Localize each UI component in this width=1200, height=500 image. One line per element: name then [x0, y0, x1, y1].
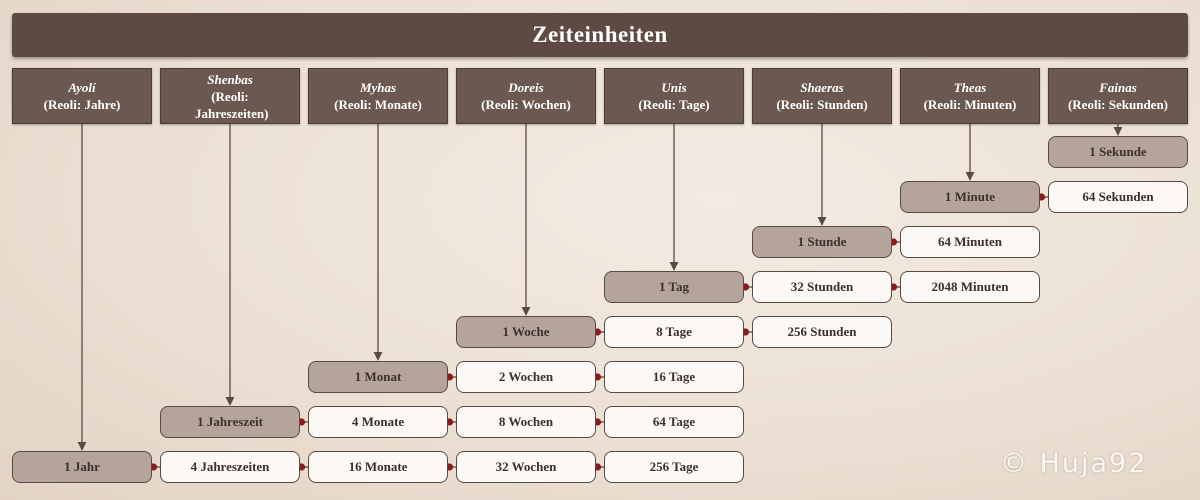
conversion-cell: 2 Wochen: [456, 361, 596, 393]
unit-cell: 1 Tag: [604, 271, 744, 303]
conversion-cell: 2048 Minuten: [900, 271, 1040, 303]
unit-cell: 1 Woche: [456, 316, 596, 348]
column-header: Theas (Reoli: Minuten): [900, 68, 1040, 124]
conversion-cell: 16 Monate: [308, 451, 448, 483]
column-header: Fainas (Reoli: Sekunden): [1048, 68, 1188, 124]
conversion-cell: 64 Sekunden: [1048, 181, 1188, 213]
column-header: Myhas (Reoli: Monate): [308, 68, 448, 124]
column-header: Shaeras (Reoli: Stunden): [752, 68, 892, 124]
copyright-watermark: © Huja92: [1000, 448, 1148, 479]
column-header-subtitle: (Reoli: Monate): [334, 97, 422, 112]
conversion-cell: 8 Wochen: [456, 406, 596, 438]
column-header: Shenbas(Reoli: Jahreszeiten): [160, 68, 300, 124]
unit-cell: 1 Jahr: [12, 451, 152, 483]
column-header-subtitle: (Reoli: Wochen): [481, 97, 571, 112]
column-header-name: Ayolí: [68, 80, 96, 95]
column-header: Doreis (Reoli: Wochen): [456, 68, 596, 124]
column-header: Ayolí (Reoli: Jahre): [12, 68, 152, 124]
conversion-cell: 64 Minuten: [900, 226, 1040, 258]
conversion-cell: 256 Stunden: [752, 316, 892, 348]
column-header-subtitle: (Reoli: Stunden): [776, 97, 868, 112]
column-header: Unis (Reoli: Tage): [604, 68, 744, 124]
column-header-name: Unis: [661, 80, 687, 95]
column-header-name: Shenbas: [207, 71, 253, 87]
conversion-cell: 8 Tage: [604, 316, 744, 348]
conversion-cell: 32 Wochen: [456, 451, 596, 483]
column-header-subtitle: (Reoli: Tage): [638, 97, 710, 112]
unit-cell: 1 Sekunde: [1048, 136, 1188, 168]
column-header-name: Fainas: [1099, 80, 1137, 95]
unit-cell: 1 Monat: [308, 361, 448, 393]
column-header-subtitle: (Reoli: Jahre): [43, 97, 121, 112]
conversion-cell: 4 Monate: [308, 406, 448, 438]
conversion-cell: 64 Tage: [604, 406, 744, 438]
diagram-title-text: Zeiteinheiten: [532, 22, 668, 47]
column-header-name: Doreis: [508, 80, 544, 95]
conversion-cell: 32 Stunden: [752, 271, 892, 303]
column-header-subtitle: (Reoli: Minuten): [923, 97, 1017, 112]
conversion-cell: 16 Tage: [604, 361, 744, 393]
unit-cell: 1 Minute: [900, 181, 1040, 213]
unit-cell: 1 Stunde: [752, 226, 892, 258]
conversion-cell: 256 Tage: [604, 451, 744, 483]
unit-cell: 1 Jahreszeit: [160, 406, 300, 438]
diagram-title: Zeiteinheiten: [12, 13, 1188, 57]
column-header-name: Shaeras: [800, 80, 844, 95]
column-header-subtitle: (Reoli: Jahreszeiten): [195, 88, 269, 121]
column-header-name: Myhas: [359, 80, 397, 95]
conversion-cell: 4 Jahreszeiten: [160, 451, 300, 483]
column-header-subtitle: (Reoli: Sekunden): [1067, 97, 1169, 112]
column-header-name: Theas: [953, 80, 987, 95]
